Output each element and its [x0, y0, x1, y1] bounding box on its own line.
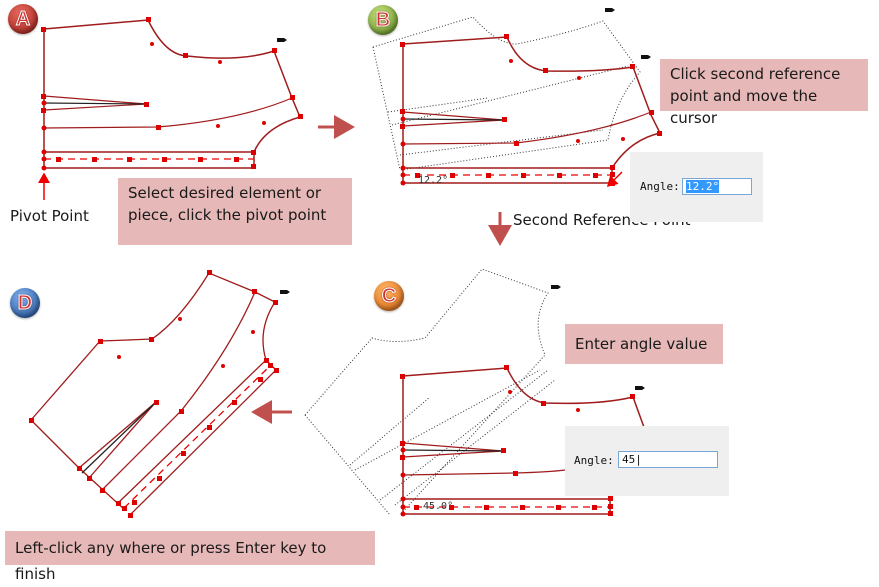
angle-panel-b: Angle: 12.2°	[630, 152, 763, 222]
angle-label-b: Angle:	[640, 180, 680, 193]
angle-input-c[interactable]: 45|	[618, 451, 718, 468]
pattern-piece-c[interactable]: 45.0°	[304, 268, 646, 517]
canvas-angle-readout-b: 12.2°	[418, 175, 448, 186]
angle-input-b[interactable]: 12.2°	[682, 178, 752, 195]
second-reference-arrow	[606, 171, 623, 188]
angle-panel-c: Angle: 45|	[565, 426, 729, 496]
pivot-point-label: Pivot Point	[10, 207, 89, 225]
step-badge-a: A	[8, 4, 38, 34]
callout-step-c: Enter angle value	[565, 324, 723, 364]
pattern-piece-a[interactable]	[41, 17, 303, 171]
callout-step-a: Select desired element or piece, click t…	[118, 178, 352, 245]
canvas-angle-readout-c: 45.0°	[423, 501, 453, 512]
callout-step-b: Click second reference point and move th…	[660, 59, 868, 127]
step-badge-b: B	[368, 5, 398, 35]
pattern-piece-d[interactable]	[29, 270, 290, 518]
angle-label-c: Angle:	[574, 454, 614, 467]
step-badge-c: C	[374, 281, 404, 311]
callout-step-d: Left-click any where or press Enter key …	[5, 531, 375, 583]
step-badge-d: D	[10, 288, 40, 318]
pattern-piece-b[interactable]: 12.2°	[372, 8, 662, 186]
